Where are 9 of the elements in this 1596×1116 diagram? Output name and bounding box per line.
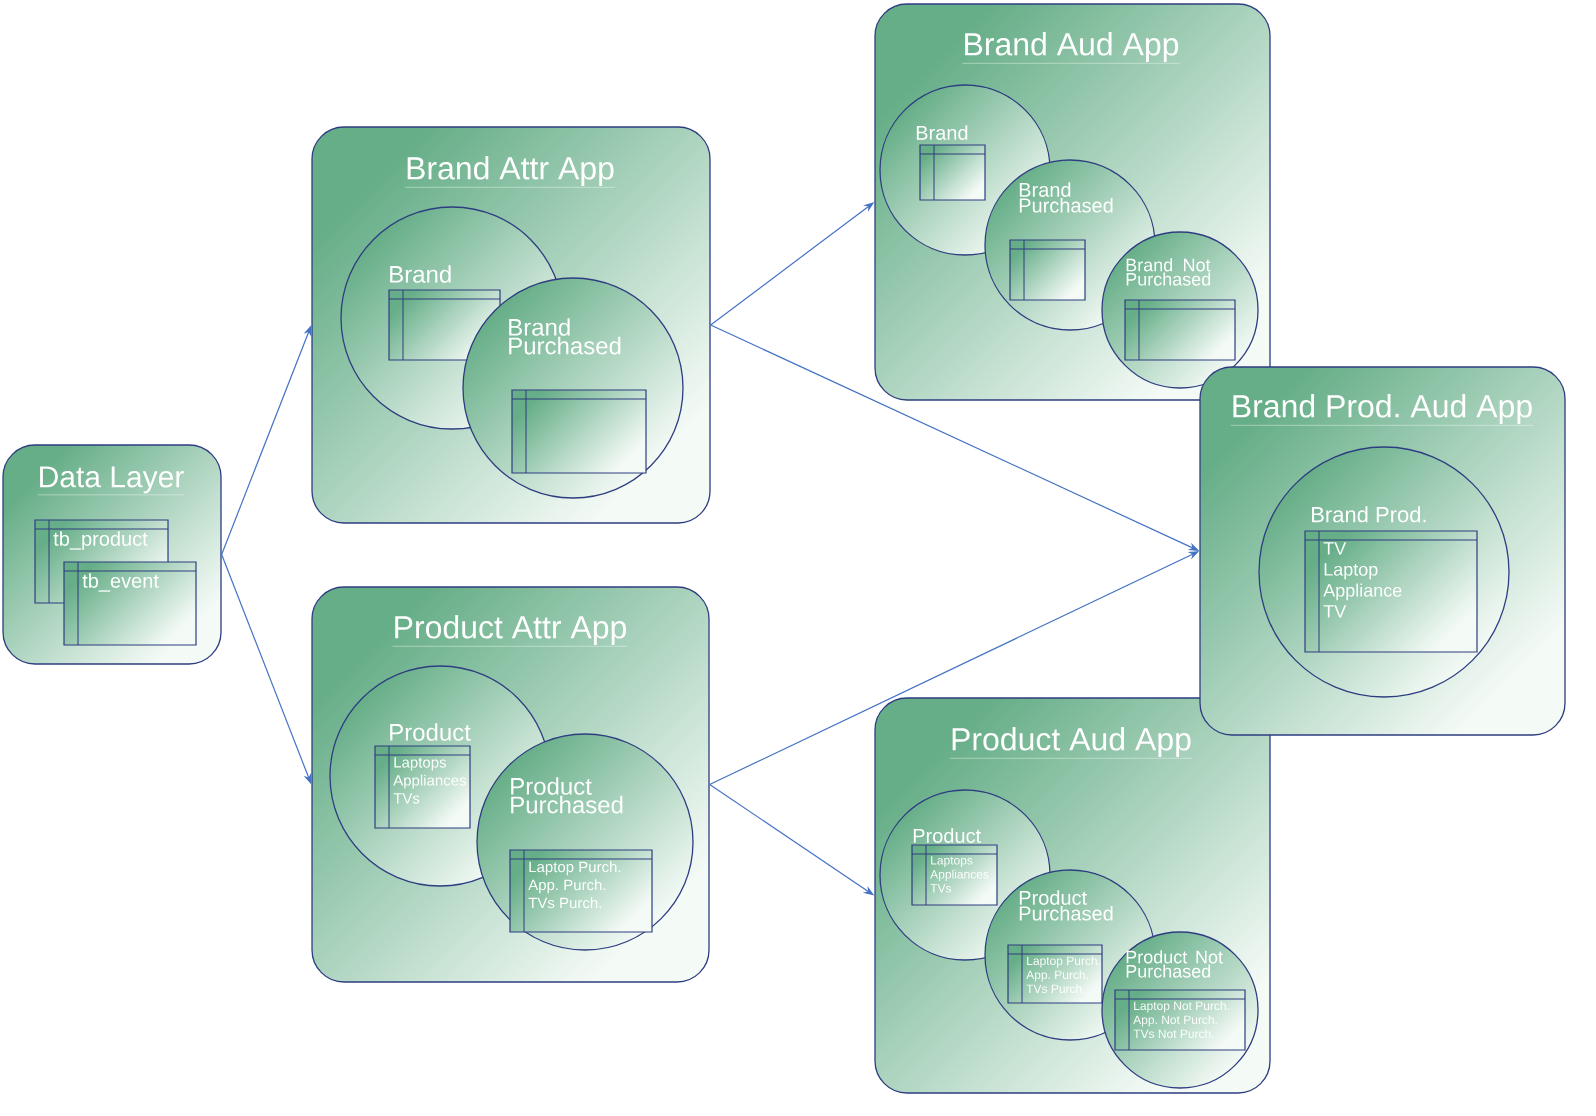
data-table <box>919 144 986 201</box>
data-table <box>1124 299 1236 361</box>
data-table: tb_event <box>63 561 197 646</box>
data-table <box>1009 239 1086 301</box>
data-table: Laptop Not Purch. App. Not Purch. TVs Not Purch. <box>1114 989 1246 1051</box>
data-table: Laptop Purch. App. Purch. TVs Purch. <box>1007 944 1103 1004</box>
data-table <box>511 389 647 474</box>
data-table: Laptop Purch. App. Purch. TVs Purch. <box>509 849 653 933</box>
data-table: TV Laptop Appliance TV <box>1304 530 1478 653</box>
